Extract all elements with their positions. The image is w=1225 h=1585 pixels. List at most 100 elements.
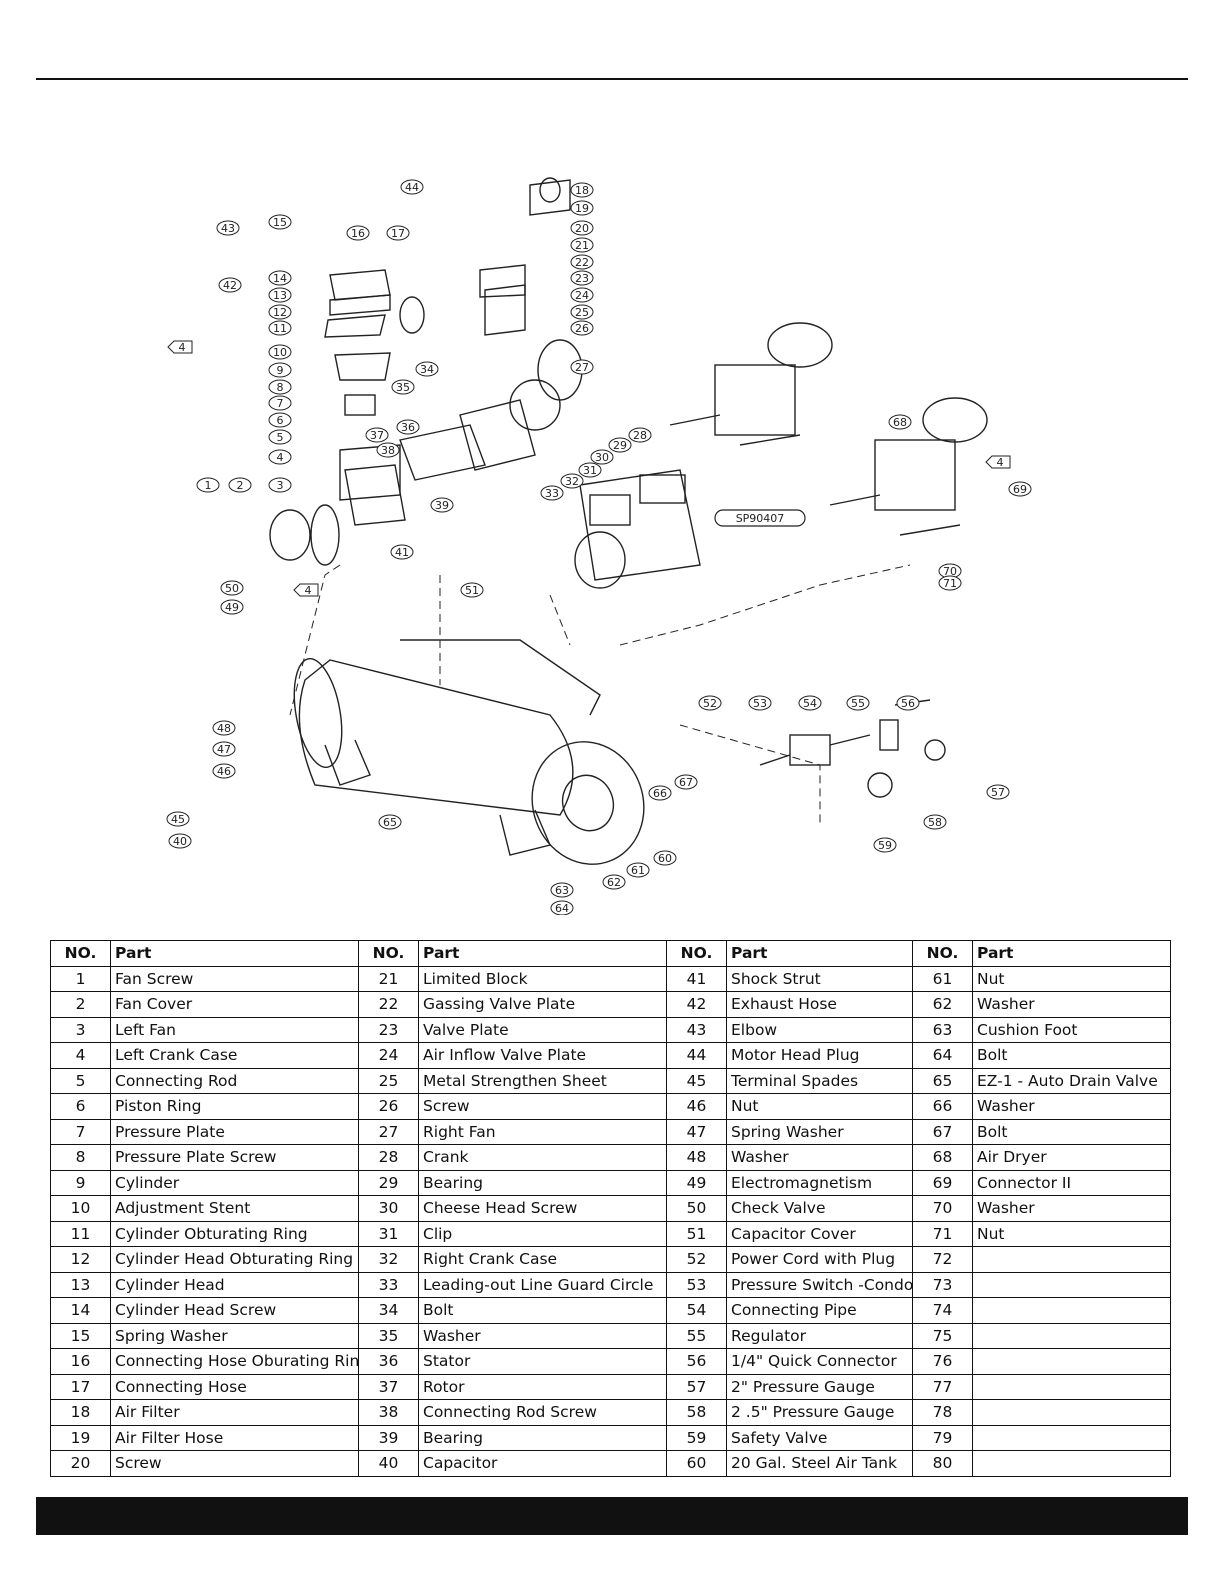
part-name-cell: Cylinder Head xyxy=(110,1271,359,1298)
callout-55: 55 xyxy=(846,695,870,711)
part-number-cell: 30 xyxy=(358,1195,419,1222)
callout-bubble xyxy=(570,287,594,303)
part-number-cell: 36 xyxy=(358,1348,419,1375)
callout-bubble xyxy=(628,427,652,443)
callout-bubble xyxy=(220,580,244,596)
part-name-cell: Air Inflow Valve Plate xyxy=(418,1042,667,1069)
callout-bubble xyxy=(268,395,292,411)
part-number-cell: 9 xyxy=(50,1169,111,1196)
callout-24: 24 xyxy=(570,287,594,303)
part-name-cell: Connecting Rod Screw xyxy=(418,1399,667,1426)
callout-31: 31 xyxy=(578,462,602,478)
part-number-cell: 19 xyxy=(50,1424,111,1451)
air-dryer-drawing xyxy=(669,322,988,536)
callout-bubble xyxy=(570,237,594,253)
part-name-cell: Air Filter Hose xyxy=(110,1424,359,1451)
callout-number: 50 xyxy=(225,582,239,595)
callout-bubble xyxy=(268,287,292,303)
header-part: Part xyxy=(726,940,913,967)
callout-number: 11 xyxy=(273,322,287,335)
part-name-cell xyxy=(972,1246,1171,1273)
callout-17: 17 xyxy=(386,225,410,241)
callout-bubble xyxy=(460,582,484,598)
callout-bubble xyxy=(268,449,292,465)
part-number-cell: 28 xyxy=(358,1144,419,1171)
part-name-cell: Connecting Pipe xyxy=(726,1297,913,1324)
callout-number: 49 xyxy=(225,601,239,614)
callout-number: 12 xyxy=(273,306,287,319)
part-name-cell: Rotor xyxy=(418,1373,667,1400)
part-number-cell: 70 xyxy=(912,1195,973,1222)
callout-bubble xyxy=(570,200,594,216)
callout-25: 25 xyxy=(570,304,594,320)
table-header-row: NO. Part NO. Part NO. Part NO. Part xyxy=(50,940,1171,967)
callout-number: 53 xyxy=(753,697,767,710)
callout-number: 69 xyxy=(1013,483,1027,496)
part-name-cell: Limited Block xyxy=(418,965,667,992)
part-name-cell xyxy=(972,1424,1171,1451)
callout-bubble xyxy=(896,695,920,711)
callout-bubble xyxy=(196,477,220,493)
callout-number: 17 xyxy=(391,227,405,240)
callout-13: 13 xyxy=(268,287,292,303)
callout-16: 16 xyxy=(346,225,370,241)
callout-4: 4 xyxy=(268,449,292,465)
callout-number: 26 xyxy=(575,322,589,335)
part-name-cell: Pressure Switch -Condor xyxy=(726,1271,913,1298)
part-name-cell xyxy=(972,1399,1171,1426)
callout-32: 32 xyxy=(560,473,584,489)
part-number-cell: 34 xyxy=(358,1297,419,1324)
callout-number: 18 xyxy=(575,184,589,197)
callout-bubble xyxy=(798,695,822,711)
part-number-cell: 20 xyxy=(50,1450,111,1477)
left-head-assembly xyxy=(269,269,425,566)
part-number-cell: 60 xyxy=(666,1450,727,1477)
callout-number: 38 xyxy=(381,444,395,457)
callout-68: 68 xyxy=(888,414,912,430)
part-number-cell: 78 xyxy=(912,1399,973,1426)
header-part: Part xyxy=(972,940,1171,967)
callout-bubble xyxy=(888,414,912,430)
callout-number: 43 xyxy=(221,222,235,235)
callout-66: 66 xyxy=(648,785,672,801)
callout-36: 36 xyxy=(396,419,420,435)
callout-bubble xyxy=(570,182,594,198)
callout-number: 3 xyxy=(277,479,284,492)
callout-number: 63 xyxy=(555,884,569,897)
callout-number: 64 xyxy=(555,902,569,915)
part-number-cell: 27 xyxy=(358,1118,419,1145)
callout-bubble xyxy=(268,304,292,320)
part-number-cell: 48 xyxy=(666,1144,727,1171)
header-part: Part xyxy=(110,940,359,967)
callout-bubble xyxy=(590,449,614,465)
callout-23: 23 xyxy=(570,270,594,286)
callout-54: 54 xyxy=(798,695,822,711)
callout-bubble xyxy=(540,485,564,501)
callout-number: 48 xyxy=(217,722,231,735)
callout-38: 38 xyxy=(376,442,400,458)
motor-drawing xyxy=(399,177,583,481)
part-number-cell: 25 xyxy=(358,1067,419,1094)
part-number-cell: 66 xyxy=(912,1093,973,1120)
callout-bubble xyxy=(873,837,897,853)
callout-bubble xyxy=(268,362,292,378)
callout-number: 36 xyxy=(401,421,415,434)
callout-bubble xyxy=(570,220,594,236)
callout-48: 48 xyxy=(212,720,236,736)
part-number-cell: 42 xyxy=(666,991,727,1018)
part-name-cell: Capacitor xyxy=(418,1450,667,1477)
part-name-cell: Cylinder Head Screw xyxy=(110,1297,359,1324)
callout-number: 62 xyxy=(607,876,621,889)
callout-58: 58 xyxy=(923,814,947,830)
ref-tag-text: 4 xyxy=(305,584,312,597)
part-number-cell: 68 xyxy=(912,1144,973,1171)
part-number-cell: 56 xyxy=(666,1348,727,1375)
callout-bubble xyxy=(923,814,947,830)
callout-bubble xyxy=(166,811,190,827)
part-name-cell: Nut xyxy=(972,965,1171,992)
